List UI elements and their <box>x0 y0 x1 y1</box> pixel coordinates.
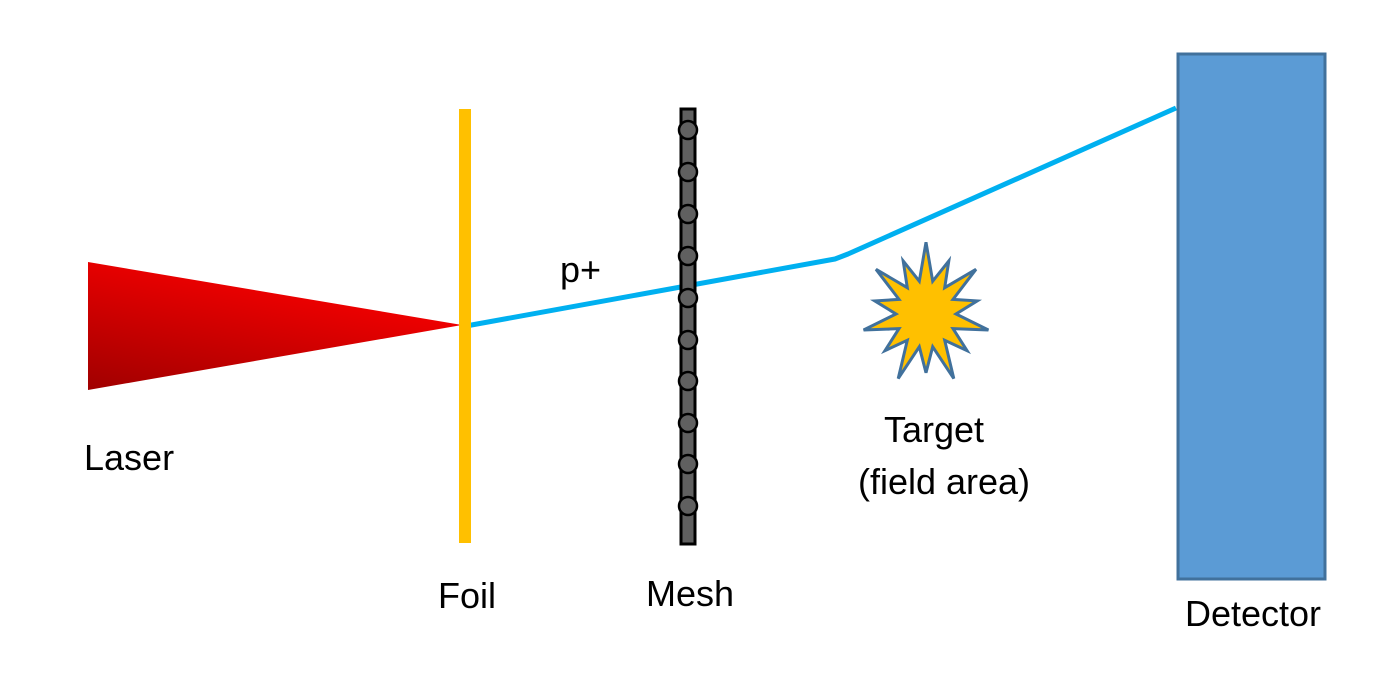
mesh-node <box>677 495 699 517</box>
proton-beam-line <box>465 105 1178 329</box>
foil-bar <box>459 109 471 543</box>
detector-box <box>1176 52 1327 581</box>
foil-label: Foil <box>438 575 496 616</box>
target-label: Target <box>884 409 984 450</box>
mesh-node <box>677 370 699 392</box>
mesh-node <box>677 287 699 309</box>
mesh-node <box>677 203 699 225</box>
mesh-node <box>677 412 699 434</box>
proton-label: p+ <box>560 249 601 290</box>
target-sublabel: (field area) <box>858 461 1030 502</box>
mesh <box>677 107 699 546</box>
mesh-node <box>677 329 699 351</box>
detector-label: Detector <box>1185 593 1321 634</box>
mesh-label: Mesh <box>646 573 734 614</box>
mesh-node <box>677 453 699 475</box>
laser-beam-shape <box>88 262 462 390</box>
laser-label: Laser <box>84 437 174 478</box>
mesh-node <box>677 245 699 267</box>
mesh-node <box>677 161 699 183</box>
mesh-node <box>677 119 699 141</box>
mesh-nodes <box>677 119 699 517</box>
target-star-icon <box>862 242 990 380</box>
